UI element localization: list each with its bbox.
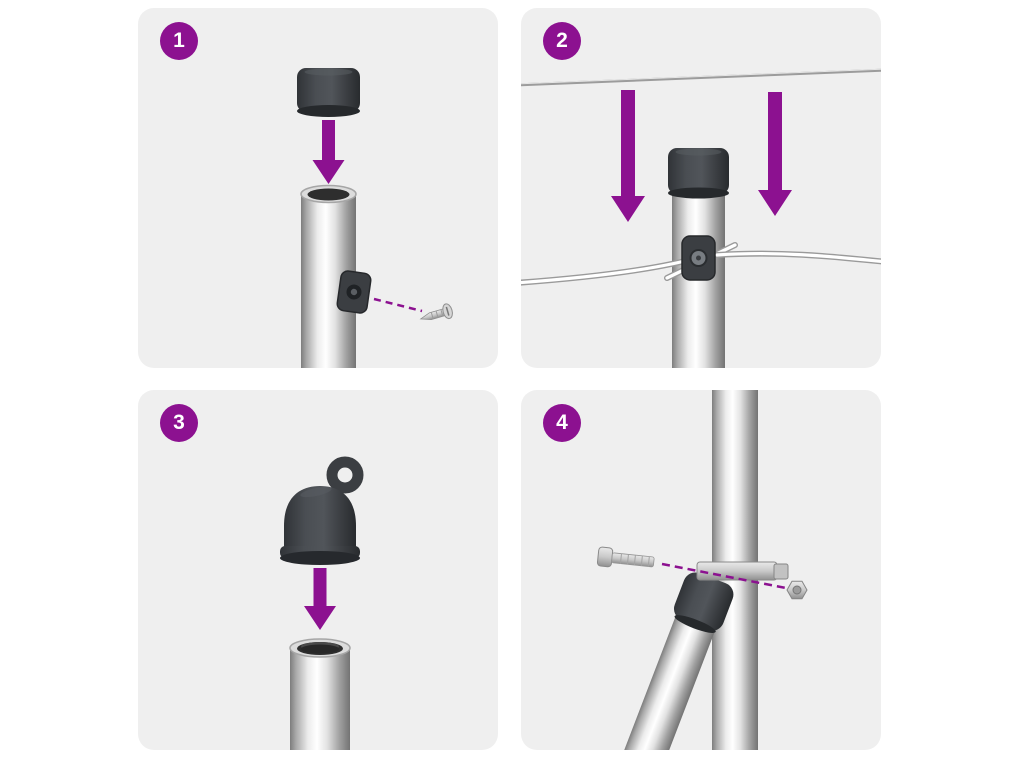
- down-arrow-left-icon: [611, 90, 645, 222]
- nut-icon: [786, 580, 808, 600]
- eyelet-cap: [280, 486, 360, 565]
- pole: [289, 638, 351, 750]
- dashed-guide-line: [661, 562, 787, 590]
- step-4-number-badge: 4: [543, 404, 581, 442]
- pole-clamp: [696, 561, 789, 581]
- step-3-illustration: [280, 456, 364, 750]
- diagonal-brace: [619, 572, 734, 750]
- pole-cap: [668, 148, 729, 199]
- step-2-number-badge: 2: [543, 22, 581, 60]
- screw-clip: [336, 270, 372, 314]
- dashed-guide-line: [373, 297, 423, 313]
- down-arrow-right-icon: [758, 92, 792, 216]
- step-3-number-badge: 3: [160, 404, 198, 442]
- step-4-illustration: [596, 390, 808, 750]
- step-panel-2: 2: [521, 8, 881, 368]
- bolt-icon: [596, 546, 655, 568]
- step-panel-3: 3: [138, 390, 498, 750]
- step-1-illustration: [297, 68, 453, 368]
- down-arrow-icon: [312, 120, 345, 184]
- threaded-wire: [521, 242, 881, 286]
- step-1-number-badge: 1: [160, 22, 198, 60]
- pole-cap: [297, 68, 360, 117]
- eyelet-ring: [326, 456, 364, 494]
- step-panel-4: 4: [521, 390, 881, 750]
- wire-clip: [681, 235, 716, 281]
- step-panel-1: 1: [138, 8, 498, 368]
- step-2-illustration: [521, 68, 881, 368]
- down-arrow-icon: [304, 568, 336, 630]
- top-wire: [521, 68, 881, 87]
- brace-connector: [673, 572, 734, 631]
- screw-icon: [419, 303, 453, 320]
- clamp-ear: [773, 563, 789, 580]
